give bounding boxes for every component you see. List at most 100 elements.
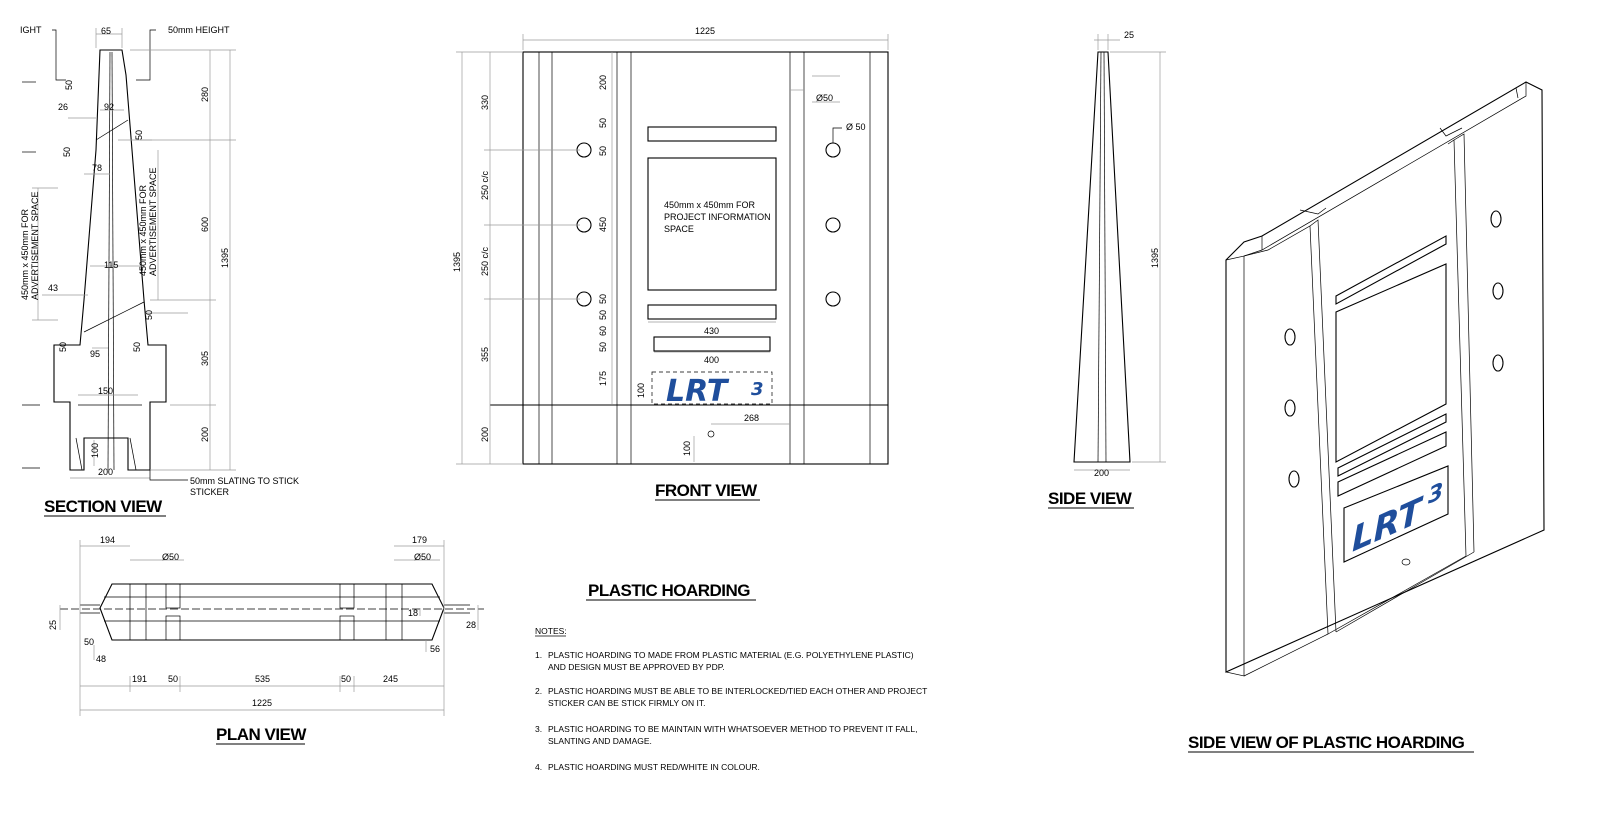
section-dim-50c: 50: [62, 147, 72, 157]
section-dim-200b: 200: [200, 427, 210, 442]
side-dim-200: 200: [1094, 468, 1109, 478]
note-2-line1: PLASTIC HOARDING MUST BE ABLE TO BE INTE…: [548, 686, 927, 696]
front-dim-250cc-1: 250 c/c: [480, 170, 490, 200]
section-dim-50a: 50: [64, 80, 74, 90]
side-view-title: SIDE VIEW: [1048, 489, 1133, 508]
section-dim-50f: 50: [132, 342, 142, 352]
plan-dim-d50-right: Ø50: [414, 552, 431, 562]
section-dim-305: 305: [200, 351, 210, 366]
note-2-line2: STICKER CAN BE STICK FIRMLY ON IT.: [548, 698, 705, 708]
iso-hole-left-3: [1288, 470, 1300, 488]
iso-hole-left-1: [1284, 328, 1296, 346]
iso-hole-right-1: [1490, 210, 1502, 228]
note-1-line1: PLASTIC HOARDING TO MADE FROM PLASTIC MA…: [548, 650, 914, 660]
notes-block: PLASTIC HOARDING NOTES: 1. PLASTIC HOARD…: [535, 581, 927, 772]
front-dim-400: 400: [704, 355, 719, 365]
front-dim-268: 268: [744, 413, 759, 423]
plan-dim-28: 28: [466, 620, 476, 630]
plan-view: 194 Ø50 179 Ø50 25 50 48 18 28 56 191 50…: [48, 535, 484, 745]
section-dim-1395: 1395: [220, 248, 230, 268]
section-dim-100: 100: [90, 443, 100, 458]
plan-dim-245: 245: [383, 674, 398, 684]
section-dim-92: 92: [104, 102, 114, 112]
plan-dim-191: 191: [132, 674, 147, 684]
info-text-1: 450mm x 450mm FOR: [664, 200, 756, 210]
front-dim-175: 175: [598, 371, 608, 386]
front-dim-1225: 1225: [695, 26, 715, 36]
section-dim-65: 65: [101, 26, 111, 36]
front-dim-200: 200: [598, 75, 608, 90]
section-view-title: SECTION VIEW: [44, 497, 163, 516]
section-dim-280: 280: [200, 87, 210, 102]
front-dim-50c: 50: [598, 294, 608, 304]
info-text-2: PROJECT INFORMATION: [664, 212, 771, 222]
plan-dim-50c: 50: [341, 674, 351, 684]
front-dim-100a: 100: [636, 383, 646, 398]
plan-dim-50a: 50: [84, 637, 94, 647]
plan-dim-56: 56: [430, 644, 440, 654]
front-dim-330: 330: [480, 95, 490, 110]
iso-hole-left-2: [1284, 399, 1296, 417]
front-dim-355: 355: [480, 347, 490, 362]
front-dim-200-bottom: 200: [480, 427, 490, 442]
iso-logo-num: 3: [1428, 478, 1443, 510]
front-dim-50b: 50: [598, 146, 608, 156]
plan-dim-48: 48: [96, 654, 106, 664]
plan-dim-50b: 50: [168, 674, 178, 684]
front-hole-right-3: [825, 291, 841, 307]
section-label-adv-left-1: 450mm x 450mm FOR: [20, 208, 30, 300]
front-hole-label-1: Ø50: [816, 93, 833, 103]
note-4-num: 4.: [535, 762, 542, 772]
front-hole-label-2: Ø 50: [846, 122, 866, 132]
section-dim-95: 95: [90, 349, 100, 359]
section-dim-26: 26: [58, 102, 68, 112]
section-label-slating-2: STICKER: [190, 487, 230, 497]
front-hole-right-1: [825, 142, 841, 158]
front-dim-60: 60: [598, 326, 608, 336]
note-1-num: 1.: [535, 650, 542, 660]
front-dim-50e: 50: [598, 342, 608, 352]
front-dim-450: 450: [598, 217, 608, 232]
note-3-line2: SLANTING AND DAMAGE.: [548, 736, 652, 746]
iso-view-title: SIDE VIEW OF PLASTIC HOARDING: [1188, 733, 1465, 752]
plan-dim-25: 25: [48, 620, 58, 630]
section-dim-50d: 50: [144, 310, 154, 320]
front-dim-50d: 50: [598, 310, 608, 320]
section-dim-115: 115: [104, 260, 118, 270]
note-3-line1: PLASTIC HOARDING TO BE MAINTAIN WITH WHA…: [548, 724, 918, 734]
front-dim-100b: 100: [682, 441, 692, 456]
front-dim-430: 430: [704, 326, 719, 336]
section-dim-150: 150: [98, 386, 113, 396]
front-logo: LRT: [666, 374, 730, 409]
section-label-adv-left-2: ADVERTISEMENT SPACE: [30, 191, 40, 300]
iso-hole-right-3: [1492, 354, 1504, 372]
note-1-line2: AND DESIGN MUST BE APPROVED BY PDP.: [548, 662, 725, 672]
section-dim-43: 43: [48, 283, 58, 293]
front-view-title: FRONT VIEW: [655, 481, 758, 500]
side-dim-25: 25: [1124, 30, 1134, 40]
section-label-adv-right-2: ADVERTISEMENT SPACE: [148, 167, 158, 276]
note-3-num: 3.: [535, 724, 542, 734]
plan-dim-179: 179: [412, 535, 427, 545]
front-dim-50a: 50: [598, 118, 608, 128]
info-text-3: SPACE: [664, 224, 694, 234]
section-dim-200a: 200: [98, 467, 113, 477]
front-hole-right-2: [825, 217, 841, 233]
plan-dim-18: 18: [408, 608, 418, 618]
side-view: 25 1395 200 SIDE VIEW: [1048, 30, 1166, 509]
front-view: 1225 1395 330 250 c/c 250 c/c 355 200 20…: [452, 26, 889, 501]
section-dim-50b: 50: [134, 130, 144, 140]
plan-view-title: PLAN VIEW: [216, 725, 307, 744]
plan-dim-d50-left: Ø50: [162, 552, 179, 562]
front-logo-num: 3: [751, 379, 764, 400]
section-dim-50e: 50: [58, 342, 68, 352]
section-label-top-right: 50mm HEIGHT: [168, 25, 230, 35]
front-dim-250cc-2: 250 c/c: [480, 246, 490, 276]
notes-heading: NOTES:: [535, 626, 567, 636]
iso-view: LRT 3 SIDE VIEW OF PLASTIC HOARDING: [1188, 81, 1545, 753]
side-dim-1395: 1395: [1150, 248, 1160, 268]
note-4-line1: PLASTIC HOARDING MUST RED/WHITE IN COLOU…: [548, 762, 760, 772]
plan-dim-194: 194: [100, 535, 115, 545]
iso-hole-right-2: [1492, 282, 1504, 300]
plan-dim-535: 535: [255, 674, 270, 684]
